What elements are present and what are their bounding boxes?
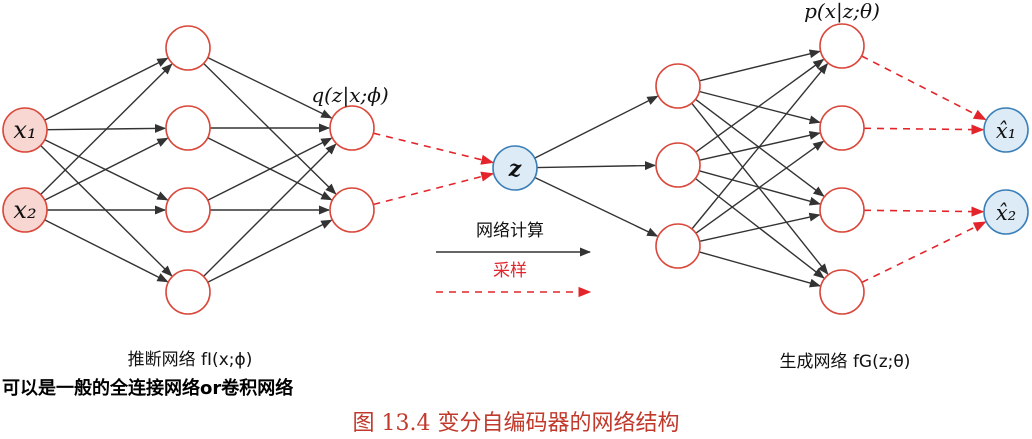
sampling-edge (373, 132, 494, 165)
encoder-label: 推断网络 fI(x;ϕ) (128, 350, 253, 370)
encoder-hidden-node (165, 269, 211, 315)
x2-label: x₂ (13, 196, 36, 224)
q-distribution-label: q(z|x;ϕ) (311, 83, 388, 108)
decoder-hidden-node (655, 63, 701, 109)
figure-caption: 图 13.4 变分自编码器的网络结构 (353, 411, 680, 436)
encoder-edge (207, 219, 333, 283)
decoder-label: 生成网络 fG(z;θ) (780, 352, 911, 372)
decoder-output-node (819, 269, 865, 315)
sampling-edge (861, 221, 987, 284)
encoder-edge (203, 143, 337, 277)
input-node-x2 (2, 187, 48, 233)
decoder-output-node (819, 23, 865, 69)
encoder-output-node (329, 187, 375, 233)
encoder-edge (40, 63, 173, 195)
decoder-edge (536, 161, 657, 171)
decoder-output-node (819, 187, 865, 233)
decoder-output-node (819, 105, 865, 151)
latent-node-z (492, 145, 538, 191)
encoder-output-node (329, 105, 375, 151)
sampling-edge (863, 206, 985, 217)
encoder-edge (207, 137, 333, 201)
network-type-note: 可以是一般的全连接网络or卷积网络 (2, 377, 293, 399)
decoder-edge (699, 212, 821, 242)
x1-label: x₁ (13, 116, 36, 144)
legend-sample-label: 采样 (493, 261, 527, 281)
encoder-edge (207, 56, 333, 119)
sampling-edge (863, 124, 985, 135)
network-edges (40, 49, 987, 288)
decoder-edge (695, 58, 825, 153)
decoder-edge (695, 98, 825, 197)
encoder-hidden-node (165, 187, 211, 233)
decoder-edge (691, 62, 829, 230)
encoder-edge (44, 137, 169, 201)
decoder-edge (699, 49, 821, 82)
sampling-edge (861, 55, 987, 121)
encoder-hidden-node (165, 105, 211, 151)
decoder-edge (695, 140, 825, 234)
decoder-edge (699, 90, 821, 125)
decoder-hidden-node (655, 142, 701, 188)
p-distribution-label: p(x|z;θ) (804, 0, 880, 24)
decoder-edge (699, 251, 821, 288)
xhat1-label: x̂₁ (996, 119, 1016, 143)
decoder-edge (534, 95, 659, 159)
xhat2-label: x̂₂ (996, 201, 1016, 225)
decoder-edge (691, 102, 829, 275)
input-node-x1 (2, 107, 48, 153)
output-node-xhat1 (983, 107, 1029, 153)
legend-compute-label: 网络计算 (476, 221, 544, 241)
sampling-edge (373, 171, 494, 206)
encoder-hidden-node (165, 25, 211, 71)
decoder-hidden-node (655, 223, 701, 269)
output-node-xhat2 (983, 189, 1029, 235)
encoder-edge (44, 219, 169, 283)
decoder-edge (534, 176, 659, 237)
z-label: z (508, 156, 522, 182)
encoder-edge (44, 57, 169, 121)
